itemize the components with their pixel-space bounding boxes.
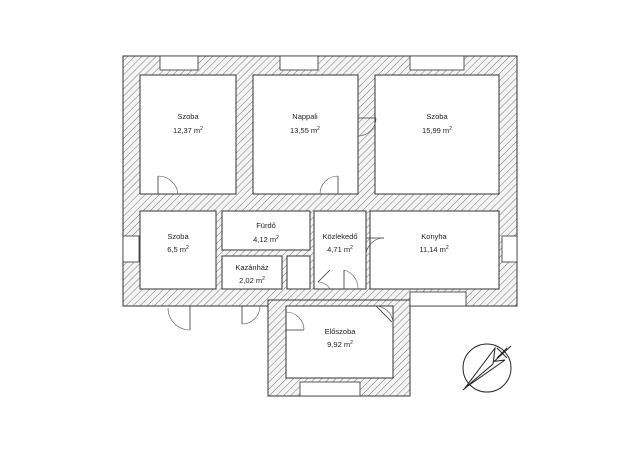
- svg-text:Konyha: Konyha: [421, 232, 447, 241]
- svg-text:2,02 m2: 2,02 m2: [239, 276, 265, 285]
- svg-text:Közlekedő: Közlekedő: [322, 232, 357, 241]
- room-label-szoba-3: Szoba 6,5 m2: [167, 232, 189, 254]
- room-szoba-3: [139, 210, 217, 290]
- svg-text:Kazánház: Kazánház: [235, 263, 269, 272]
- svg-text:Szoba: Szoba: [177, 112, 199, 121]
- room-konyha: [369, 210, 500, 290]
- room-label-kazanhaz: Kazánház 2,02 m2: [235, 263, 269, 285]
- svg-text:13,55 m2: 13,55 m2: [290, 126, 320, 135]
- svg-text:15,99 m2: 15,99 m2: [422, 126, 452, 135]
- room-storage: [286, 255, 311, 290]
- room-label-konyha: Konyha 11,14 m2: [419, 232, 449, 254]
- svg-text:6,5 m2: 6,5 m2: [167, 245, 189, 254]
- room-label-kozlekedo: Közlekedő 4,71 m2: [322, 232, 357, 254]
- room-label-furdo: Fürdő 4,12 m2: [253, 221, 279, 244]
- room-label-szoba-2: Szoba 15,99 m2: [422, 112, 452, 135]
- room-label-eloszoba: Előszoba 9,92 m2: [325, 327, 357, 349]
- north-arrow-icon: [462, 343, 512, 393]
- svg-text:Fürdő: Fürdő: [256, 221, 276, 230]
- room-szoba-2: [374, 74, 500, 195]
- svg-text:12,37 m2: 12,37 m2: [173, 126, 203, 135]
- room-szoba-1: [139, 74, 237, 195]
- svg-text:4,12 m2: 4,12 m2: [253, 235, 279, 244]
- doors: [157, 117, 394, 331]
- room-label-szoba-1: Szoba 12,37 m2: [173, 112, 203, 135]
- room-furdo: [221, 210, 311, 251]
- room-nappali: [252, 74, 359, 195]
- svg-text:9,92 m2: 9,92 m2: [327, 340, 353, 349]
- svg-text:Előszoba: Előszoba: [325, 327, 357, 336]
- room-kazanhaz: [221, 255, 283, 290]
- svg-text:11,14 m2: 11,14 m2: [419, 245, 449, 254]
- windows: [122, 55, 518, 397]
- room-label-nappali: Nappali 13,55 m2: [290, 112, 320, 135]
- svg-text:4,71 m2: 4,71 m2: [327, 245, 353, 254]
- svg-text:Szoba: Szoba: [167, 232, 189, 241]
- room-eloszoba: [285, 305, 394, 379]
- svg-text:Nappali: Nappali: [292, 112, 318, 121]
- svg-text:Szoba: Szoba: [426, 112, 448, 121]
- room-kozlekedo: [313, 210, 367, 290]
